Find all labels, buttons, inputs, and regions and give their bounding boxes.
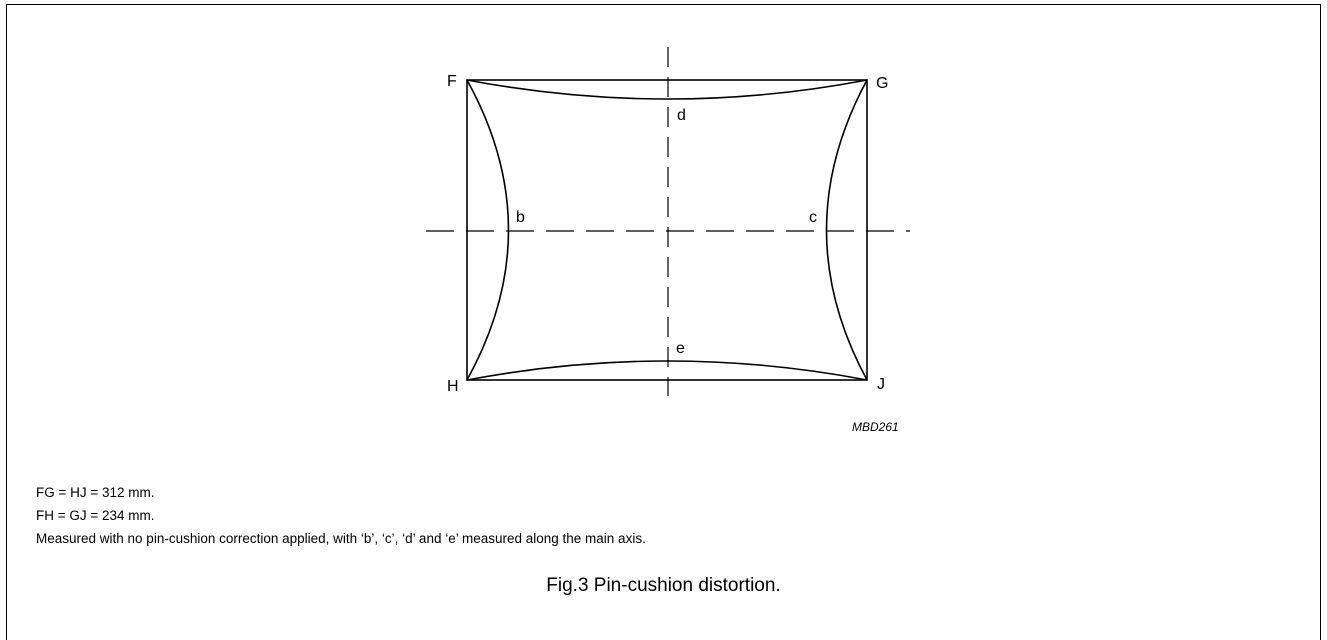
curve-top [466, 79, 868, 100]
label-f: F [447, 73, 457, 90]
reference-code: MBD261 [852, 420, 899, 434]
curve-right [825, 79, 868, 381]
label-d: d [677, 107, 686, 124]
figure-notes: FG = HJ = 312 mm. FH = GJ = 234 mm. Meas… [36, 481, 646, 550]
label-c: c [809, 209, 817, 226]
outer-rectangle [466, 79, 868, 381]
figure-frame [6, 4, 1321, 640]
curve-bottom [466, 360, 868, 381]
label-h: H [447, 378, 459, 395]
curve-left [466, 79, 510, 381]
label-g: G [876, 75, 888, 92]
note-fh-gj: FH = GJ = 234 mm. [36, 508, 155, 523]
label-j: J [877, 376, 885, 393]
note-fg-hj: FG = HJ = 312 mm. [36, 485, 155, 500]
note-measurement: Measured with no pin-cushion correction … [36, 531, 646, 546]
label-e: e [676, 340, 685, 357]
label-b: b [516, 209, 525, 226]
figure-caption: Fig.3 Pin-cushion distortion. [546, 575, 781, 596]
